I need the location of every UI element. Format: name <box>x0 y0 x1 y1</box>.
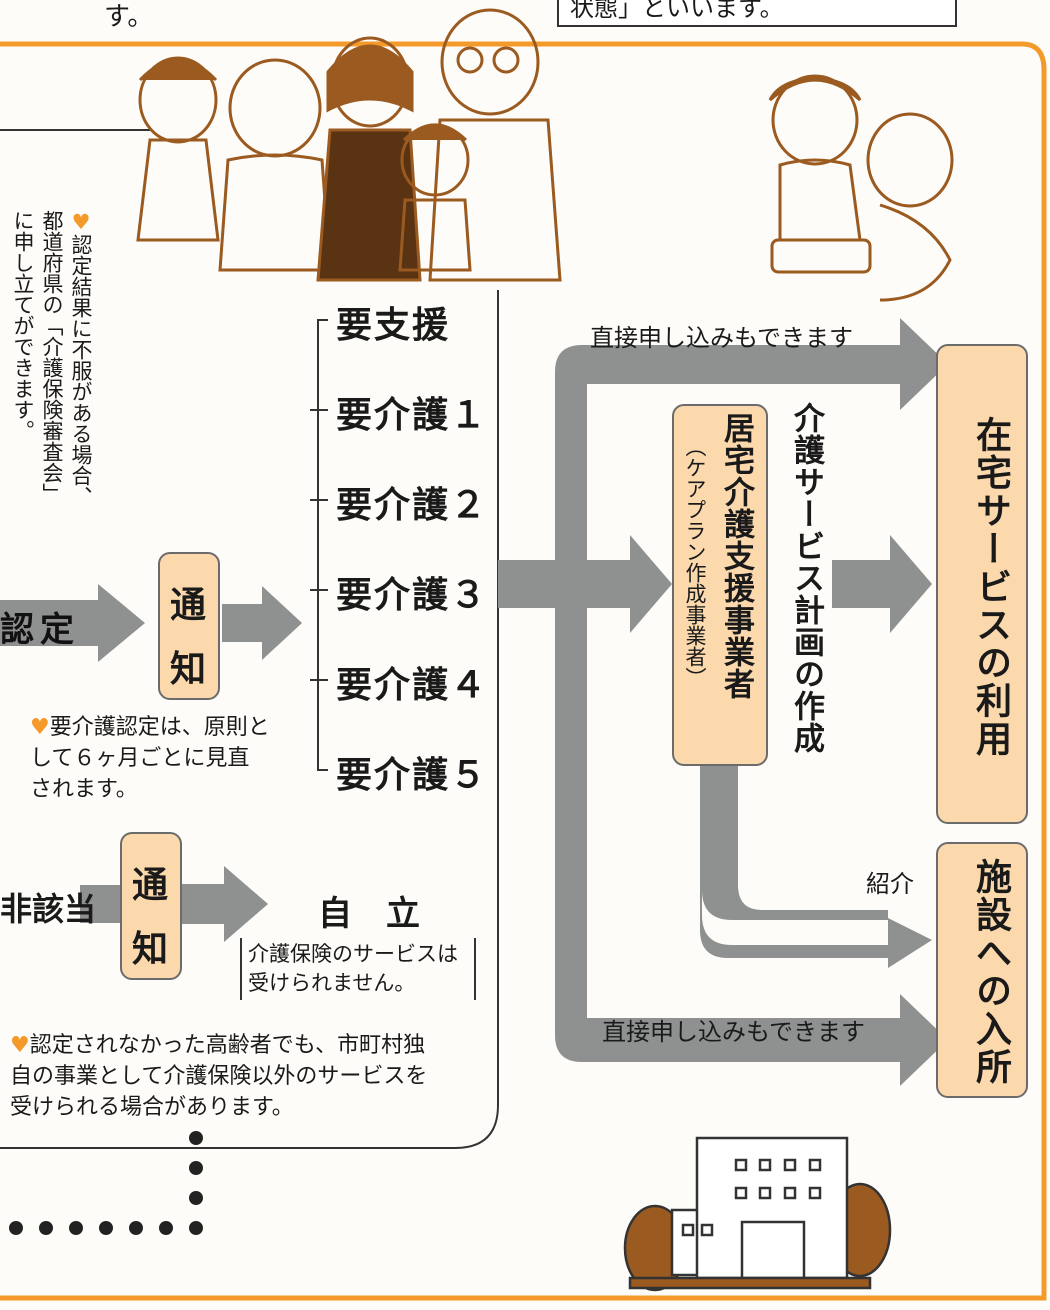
outcome-facility-label: 施設への入所 <box>970 858 1011 1086</box>
non-applicable-label: 非該当 <box>0 890 97 928</box>
outcome-home-services: 在宅サービスの利用 <box>936 344 1028 824</box>
certification-label: 認定 <box>0 610 80 650</box>
heart-icon: ♥ <box>69 210 93 234</box>
route-trunk <box>555 318 948 1086</box>
care-level-3: 要介護３ <box>336 575 489 616</box>
definition-text-fragment: 状態」といいます。 <box>570 0 784 22</box>
arrow-levels-to-route <box>498 560 560 608</box>
note-municipal: ♥認定されなかった高齢者でも、市町村独自の事業として介護保険以外のサービスを受け… <box>10 1030 430 1123</box>
levels-bracket <box>317 319 328 771</box>
arrow-certified-to-notice <box>0 584 145 662</box>
arrow-care-plan-to-home <box>832 535 932 633</box>
notice-char-2: 知 <box>132 929 169 970</box>
dotted-trail <box>9 1131 203 1235</box>
note-municipal-text: 認定されなかった高齢者でも、市町村独自の事業として介護保険以外のサービスを受けら… <box>10 1033 428 1120</box>
arrow-route-to-care-manager <box>587 535 672 633</box>
care-level-support: 要支援 <box>336 305 451 346</box>
referral-label: 紹介 <box>866 870 914 898</box>
notice-box-non-applicable: 通 知 <box>120 832 182 980</box>
outcome-facility: 施設への入所 <box>936 842 1028 1098</box>
note-review-text: 要介護認定は、原則として６ヶ月ごとに見直されます。 <box>30 715 270 802</box>
orange-frame <box>0 41 1047 1301</box>
care-manager-title: 居宅介護支援事業者 <box>718 412 754 700</box>
arrow-notice-to-independent <box>182 866 268 942</box>
care-plan-label: 介護サービス計画の作成 <box>788 402 824 754</box>
independent-note: 介護保険のサービスは受けられません。 <box>240 938 476 1000</box>
notice-char-2: 知 <box>170 649 207 690</box>
note-review: ♥要介護認定は、原則として６ヶ月ごとに見直されます。 <box>30 712 270 805</box>
heart-icon: ♥ <box>30 715 50 740</box>
top-text-fragment: す。 <box>104 2 154 32</box>
notice-char-1: 通 <box>132 865 169 906</box>
arrow-notice-to-levels <box>222 586 302 660</box>
direct-apply-top: 直接申し込みもできます <box>590 324 854 352</box>
note-appeal-text: 認定結果に不服がある場合、都道府県の「介護保険審査会」に申し立てができます。 <box>11 210 93 507</box>
heart-icon: ♥ <box>10 1033 30 1058</box>
family-illustration <box>136 8 562 282</box>
care-manager-box: 居宅介護支援事業者 （ケアプラン作成事業者） <box>672 404 768 766</box>
building-illustration <box>623 1136 892 1292</box>
notice-box-certified: 通 知 <box>158 552 220 700</box>
outcome-home-label: 在宅サービスの利用 <box>970 416 1011 758</box>
care-level-1: 要介護１ <box>336 395 489 436</box>
levels-panel-border <box>0 290 499 1149</box>
arrow-care-manager-to-facility <box>700 760 932 968</box>
care-level-2: 要介護２ <box>336 485 489 526</box>
independent-label: 自 立 <box>318 894 420 934</box>
note-appeal: ♥認定結果に不服がある場合、都道府県の「介護保険審査会」に申し立てができます。 <box>8 210 95 510</box>
levels-ticks <box>310 409 328 681</box>
care-level-5: 要介護５ <box>336 755 489 796</box>
care-manager-subtitle: （ケアプラン作成事業者） <box>683 436 707 688</box>
caregiver-illustration <box>768 74 954 302</box>
care-level-4: 要介護４ <box>336 665 489 706</box>
notice-char-1: 通 <box>170 585 207 626</box>
arrow-nonapplicable-to-notice <box>80 885 120 923</box>
definition-box-fragment <box>557 0 957 27</box>
direct-apply-bottom: 直接申し込みもできます <box>602 1018 866 1046</box>
